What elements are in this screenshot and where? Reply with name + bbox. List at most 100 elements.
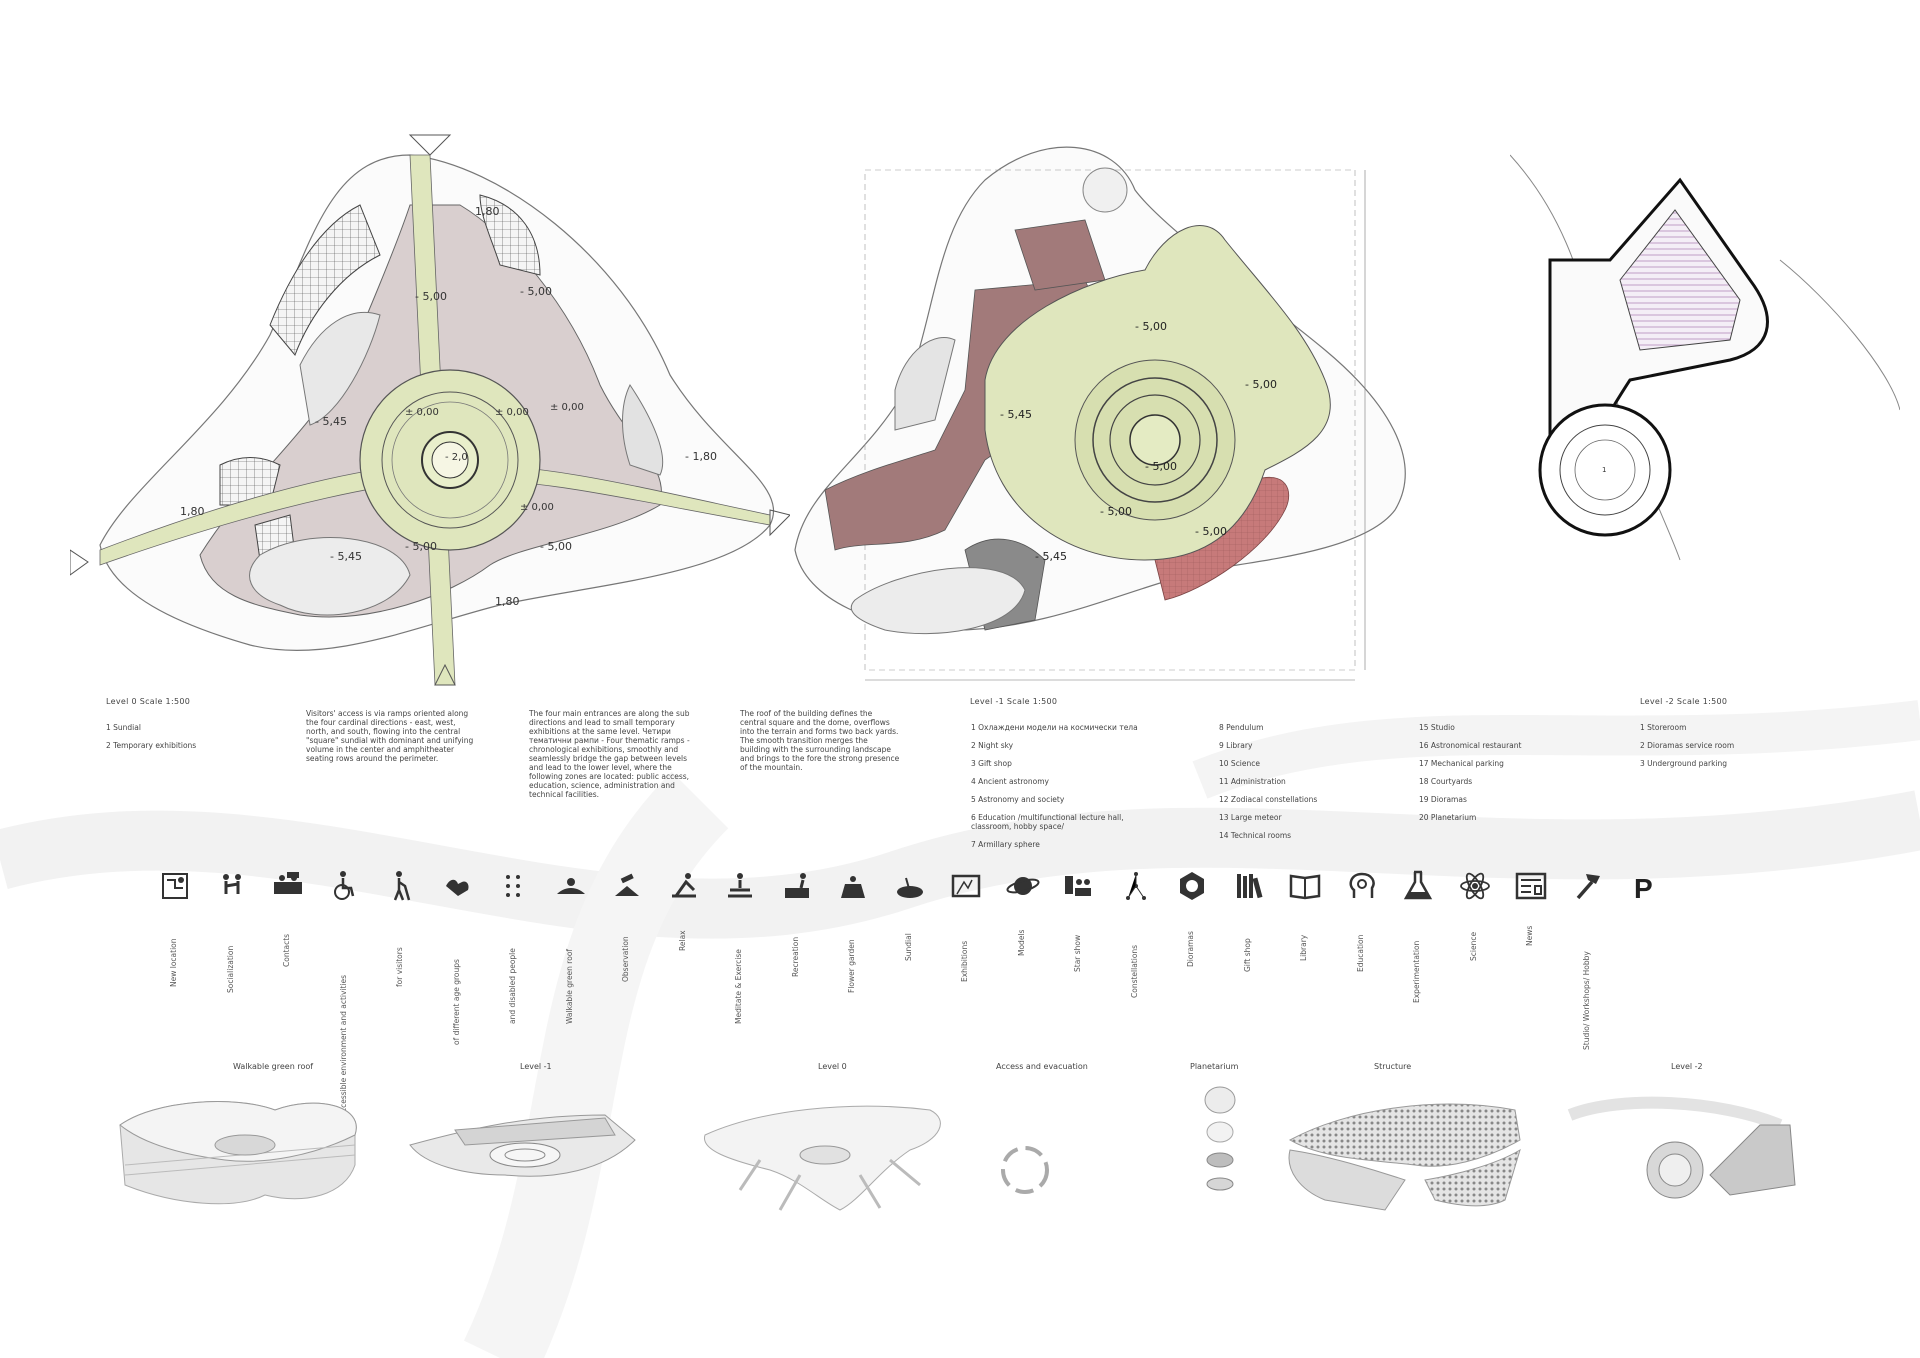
svg-text:- 5,45: - 5,45 xyxy=(1000,408,1032,421)
legend-item: 13 Large meteor xyxy=(1219,813,1282,822)
map-icon xyxy=(157,868,193,904)
svg-text:- 2,0: - 2,0 xyxy=(445,452,468,463)
legend-item: 1 Охлаждени модели на космически тела xyxy=(971,723,1138,732)
planet-icon xyxy=(1005,868,1041,904)
icon-label: New location xyxy=(169,938,178,988)
legend-item: 2 Temporary exhibitions xyxy=(106,741,197,750)
legend-item: 3 Underground parking xyxy=(1640,759,1728,768)
paragraph-entrances: The four main entrances are along the su… xyxy=(529,709,690,799)
icon-label: Relax xyxy=(677,930,687,951)
svg-text:- 5,00: - 5,00 xyxy=(1145,460,1177,473)
svg-text:- 5,00: - 5,00 xyxy=(520,285,552,298)
icon-label: Flower garden xyxy=(847,938,856,993)
svg-text:- 5,00: - 5,00 xyxy=(415,290,447,303)
icon-label: Exhibitions xyxy=(960,941,969,983)
legend-item: 9 Library xyxy=(1219,741,1253,750)
hands-icon xyxy=(440,868,476,904)
axo-title-access: Access and evacuation xyxy=(996,1062,1088,1071)
svg-text:1: 1 xyxy=(1602,466,1606,474)
contacts-icon xyxy=(270,868,306,904)
hammer-icon xyxy=(1570,868,1606,904)
svg-text:- 5,00: - 5,00 xyxy=(1135,320,1167,333)
svg-text:- 5,00: - 5,00 xyxy=(1100,505,1132,518)
svg-text:- 5,00: - 5,00 xyxy=(405,540,437,553)
legend-item: 20 Planetarium xyxy=(1419,813,1477,822)
legend-item: 17 Mechanical parking xyxy=(1419,759,1504,768)
level-minus-1-legend-col3: 15 Studio 16 Astronomical restaurant 17 … xyxy=(1419,714,1559,831)
head-gear-icon xyxy=(1344,868,1380,904)
legend-item: 1 Sundial xyxy=(106,723,141,732)
level-minus-2-title: Level -2 Scale 1:500 xyxy=(1640,697,1728,706)
icon-label: Contacts xyxy=(282,933,291,967)
legend-item: 1 Storeroom xyxy=(1640,723,1687,732)
icon-label: Education xyxy=(1355,934,1365,972)
icon-label: Library xyxy=(1299,935,1308,962)
axo-green-roof xyxy=(119,1101,357,1205)
books-icon xyxy=(1231,868,1267,904)
legend-item: 16 Astronomical restaurant xyxy=(1419,741,1522,750)
legend-item: 15 Studio xyxy=(1419,723,1455,732)
legend-item: 5 Astronomy and society xyxy=(971,795,1065,804)
axo-level-0 xyxy=(704,1105,941,1211)
legend-item: 12 Zodiacal constellations xyxy=(1219,795,1318,804)
level-0-legend: 1 Sundial 2 Temporary exhibitions xyxy=(106,714,226,759)
icon-label: Walkable green roof xyxy=(564,948,574,1024)
axo-access xyxy=(1001,1146,1049,1194)
level-0-plan: 1,80 - 5,00 - 5,00 - 5,45 ± 0,00 ± 0,00 … xyxy=(70,134,790,686)
icon-label: Studio/ Workshops/ Hobby xyxy=(1581,950,1591,1050)
axo-title-green-roof: Walkable green roof xyxy=(233,1062,314,1071)
icon-label: and disabled people xyxy=(508,947,517,1024)
svg-text:± 0,00: ± 0,00 xyxy=(405,407,439,418)
axo-title-planetarium: Planetarium xyxy=(1190,1062,1239,1071)
diorama-icon xyxy=(1174,868,1210,904)
icon-label: Dioramas xyxy=(1186,930,1195,967)
level-minus-2-legend: 1 Storeroom 2 Dioramas service room 3 Un… xyxy=(1640,714,1780,777)
axo-structure xyxy=(1288,1103,1521,1211)
legend-item: 2 Night sky xyxy=(971,741,1014,750)
level-minus-1-legend-col1: 1 Охлаждени модели на космически тела 2 … xyxy=(971,714,1141,858)
sundial-icon xyxy=(892,868,928,904)
level-minus-1-legend-col2: 8 Pendulum 9 Library 10 Science 11 Admin… xyxy=(1219,714,1359,849)
icon-label: Star show xyxy=(1073,934,1082,972)
svg-text:± 0,00: ± 0,00 xyxy=(550,402,584,413)
icon-label: Meditate & Exercise xyxy=(734,948,743,1024)
icon-label: Science xyxy=(1468,932,1478,962)
newspaper-icon xyxy=(1513,868,1549,904)
svg-text:- 5,00: - 5,00 xyxy=(1245,378,1277,391)
paragraph-access: Visitors' access is via ramps oriented a… xyxy=(306,709,474,763)
observation-icon xyxy=(609,868,645,904)
icon-label: Experimentation xyxy=(1412,940,1421,1003)
flask-icon xyxy=(1400,868,1436,904)
visitor-cane-icon xyxy=(383,868,419,904)
green-roof-icon xyxy=(553,868,589,904)
icon-label: Observation xyxy=(621,936,630,983)
atom-icon xyxy=(1457,868,1493,904)
meditate-icon xyxy=(722,868,758,904)
icon-label: for visitors xyxy=(395,947,404,988)
svg-text:1,80: 1,80 xyxy=(495,595,520,608)
axo-title-level-minus-2: Level -2 xyxy=(1671,1062,1703,1071)
icon-label: Constellations xyxy=(1129,944,1139,998)
legend-item: 4 Ancient astronomy xyxy=(971,777,1049,786)
icon-label: News xyxy=(1525,925,1534,946)
paragraph-roof: The roof of the building defines the cen… xyxy=(740,709,900,772)
svg-text:- 5,45: - 5,45 xyxy=(330,550,362,563)
svg-text:- 5,45: - 5,45 xyxy=(315,415,347,428)
legend-item: 6 Education /multifunctional lecture hal… xyxy=(971,813,1124,831)
level-minus-1-plan: - 5,00 - 5,45 - 5,00 - 5,45 - 5,00 - 5,0… xyxy=(794,146,1406,681)
yoga-icon xyxy=(666,868,702,904)
flower-garden-icon xyxy=(835,868,871,904)
svg-text:- 5,00: - 5,00 xyxy=(540,540,572,553)
icon-label: Socialization xyxy=(225,945,235,993)
legend-item: 10 Science xyxy=(1219,759,1261,768)
level-minus-2-plan: 1 xyxy=(1510,154,1900,561)
legend-item: 18 Courtyards xyxy=(1419,777,1473,786)
legend-item: 19 Dioramas xyxy=(1419,795,1467,804)
legend-item: 11 Administration xyxy=(1219,777,1286,786)
dots-icon xyxy=(496,868,532,904)
star-show-icon xyxy=(1061,868,1097,904)
parking-icon: P xyxy=(1626,868,1662,904)
svg-text:P: P xyxy=(1634,873,1653,904)
elev-label: 1,80 xyxy=(475,205,500,218)
